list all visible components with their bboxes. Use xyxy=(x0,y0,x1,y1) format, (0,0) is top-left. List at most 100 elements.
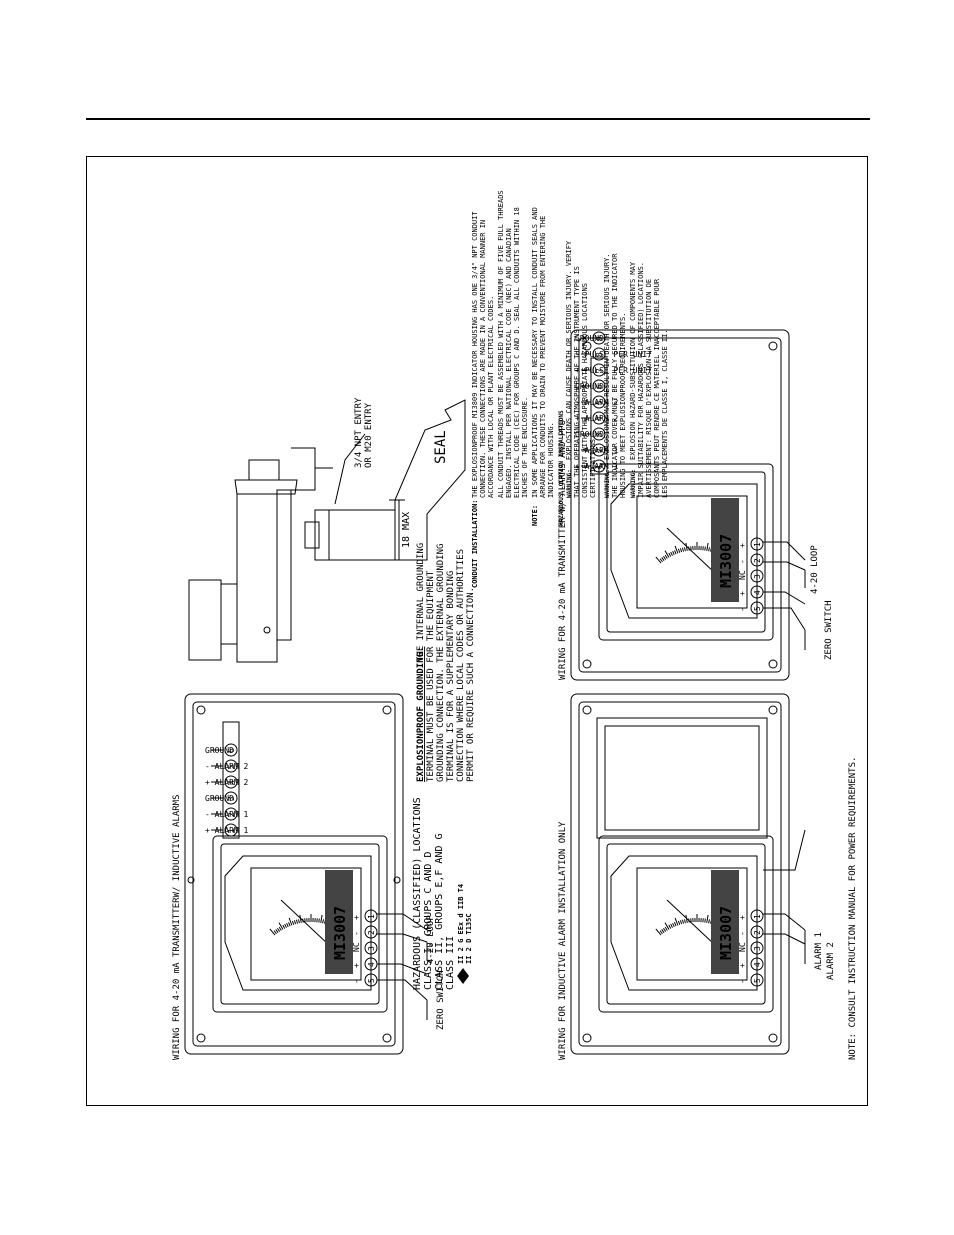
loop-terminal-label: - xyxy=(738,559,747,564)
scale-tick xyxy=(663,555,667,560)
terminal-label: - ALARM 2 xyxy=(205,762,249,771)
zero-label-3: ZERO SWITCH xyxy=(824,600,834,660)
terminal xyxy=(592,459,606,473)
loop-terminal-number: 1 xyxy=(753,542,762,547)
loop-terminal-label: + xyxy=(738,591,747,596)
scale-tick xyxy=(273,930,277,935)
scale-tick xyxy=(663,927,667,932)
terminal-number: 8 xyxy=(595,352,604,357)
terminal-label: + ALARM 2 xyxy=(575,414,619,423)
hazloc-heading: HAZARDOUS LOCATION INSTALLATIONS xyxy=(558,410,565,526)
terminal-label: GROUND xyxy=(575,334,604,343)
loop-terminal-number: 4 xyxy=(753,962,762,967)
loop-terminal-label: NC xyxy=(738,942,747,952)
conduit-line-6: ELECTRICAL CODE (CEC) FOR GROUPS C AND D… xyxy=(513,207,521,498)
scale-tick xyxy=(672,922,675,928)
scale-tick xyxy=(278,922,284,930)
hazardous-line-2: CLASS I, GROUPS C AND D xyxy=(423,852,434,990)
power-note: NOTE: CONSULT INSTRUCTION MANUAL FOR POW… xyxy=(848,757,858,1060)
grounding-line-1: THE INTERNAL GROUNDING xyxy=(416,543,426,662)
warning1-line-2: THAT THE OPERATING ATMOSPHERE OF THE INS… xyxy=(573,266,581,498)
scale-tick xyxy=(684,547,686,552)
scale-tick xyxy=(291,920,295,925)
terminal-number: 3 xyxy=(595,432,604,437)
terminal-label: - ALARM 1 xyxy=(205,810,249,819)
terminal-number: 2 xyxy=(595,448,604,453)
terminal-number: 5 xyxy=(227,764,236,769)
terminal-number: 6 xyxy=(227,748,236,753)
conduit-line-7: INCHES OF THE ENCLOSURE. xyxy=(521,397,529,498)
scale-tick xyxy=(706,542,709,551)
loop-terminal-label: + xyxy=(738,963,747,968)
terminal-number: 3 xyxy=(227,796,236,801)
scale-tick xyxy=(672,550,675,556)
loop-terminal xyxy=(750,909,764,923)
scale-tick xyxy=(677,920,681,925)
warning1-line-3: CONSISTENT WITH THE APPROPRIATE HAZARDOU… xyxy=(581,283,589,498)
terminal-number: 5 xyxy=(595,400,604,405)
terminal-label: + PULSE PER UNIT xyxy=(575,366,652,375)
scale-tick xyxy=(661,557,665,561)
loop-terminal xyxy=(750,941,764,955)
note-line-1: IN SOME APPLICATIONS IT MAY BE NECESSARY… xyxy=(531,207,539,498)
conduit-line-2: CONNECTION. THESE CONNECTIONS ARE MADE I… xyxy=(479,220,487,498)
scale-tick xyxy=(681,919,684,924)
grounding-line-4: TERMINAL IS FOR A SUPPLEMENTARY BONDING xyxy=(446,571,456,782)
grounding-line-2: TERMINAL MUST BE USED FOR THE EQUIPMENT xyxy=(426,570,436,782)
scale-tick xyxy=(670,551,673,556)
terminal-label: + ALARM 1 xyxy=(205,826,249,835)
warning3-line-3: AVERTISSEMENT: RISQUE D'EXPLOSION-LA SUB… xyxy=(645,279,653,498)
scale-tick xyxy=(284,923,287,928)
terminal-label: + ALARM 1 xyxy=(575,462,619,471)
terminal-label: - ALARM 1 xyxy=(575,446,619,455)
terminal xyxy=(592,427,606,441)
terminal-label: GROUND xyxy=(205,794,234,803)
loop-terminal xyxy=(364,909,378,923)
scale-tick xyxy=(293,920,297,925)
header-rule xyxy=(86,118,870,120)
atex-symbol-text: Ex xyxy=(461,975,467,981)
loop-terminal-label: NC xyxy=(352,942,361,952)
scale-tick xyxy=(664,926,668,931)
terminal xyxy=(224,807,238,821)
scale-tick xyxy=(679,920,683,925)
scale-tick xyxy=(668,552,672,557)
scale-tick xyxy=(668,924,672,929)
loop-terminal-number: 2 xyxy=(753,558,762,563)
loop-terminal-number: 2 xyxy=(753,930,762,935)
loop-terminal-label: - xyxy=(738,979,747,984)
scale-tick xyxy=(275,929,279,933)
title-inductive-alarms: WIRING FOR 4-20 mA TRANSMITTERW/ INDUCTI… xyxy=(172,794,182,1060)
scale-tick xyxy=(704,546,706,551)
scale-tick xyxy=(708,547,710,552)
terminal-number: 2 xyxy=(227,812,236,817)
scale-tick xyxy=(679,548,683,553)
grounding-heading: EXPLOSIONPROOF GROUNDING: xyxy=(416,647,426,782)
loop-terminal-label: + xyxy=(352,915,361,920)
loop-terminal xyxy=(364,941,378,955)
conduit-heading: CONDUIT INSTALLATION: xyxy=(471,499,479,588)
terminal-number: 9 xyxy=(595,336,604,341)
scale-tick xyxy=(655,556,662,564)
scale-tick xyxy=(681,547,684,552)
scale-tick xyxy=(706,914,709,923)
terminal xyxy=(224,759,238,773)
zero-label-1: ZERO SWITCH xyxy=(436,970,446,1030)
scale-tick xyxy=(670,923,673,928)
conduit-installation-block: CONDUIT INSTALLATION: THE EXPLOSIONPROOF… xyxy=(471,190,669,588)
terminal-number: 7 xyxy=(595,368,604,373)
scale-tick xyxy=(677,548,681,553)
scale-tick xyxy=(674,545,679,554)
terminal-label: - PULSE PER UNIT xyxy=(575,350,652,359)
hazardous-line-4: CLASS III xyxy=(445,936,456,990)
seal-label: SEAL xyxy=(433,430,449,464)
terminal-label: GROUND xyxy=(575,382,604,391)
title-inductive-only: WIRING FOR INDUCTIVE ALARM INSTALLATION … xyxy=(558,821,568,1060)
grounding-line-3: GROUNDING CONNECTION. THE EXTERNAL GROUN… xyxy=(436,544,446,782)
terminal-label: GROUND xyxy=(205,746,234,755)
terminal xyxy=(592,395,606,409)
grounding-block: EXPLOSIONPROOF GROUNDING: THE INTERNAL G… xyxy=(416,543,476,782)
